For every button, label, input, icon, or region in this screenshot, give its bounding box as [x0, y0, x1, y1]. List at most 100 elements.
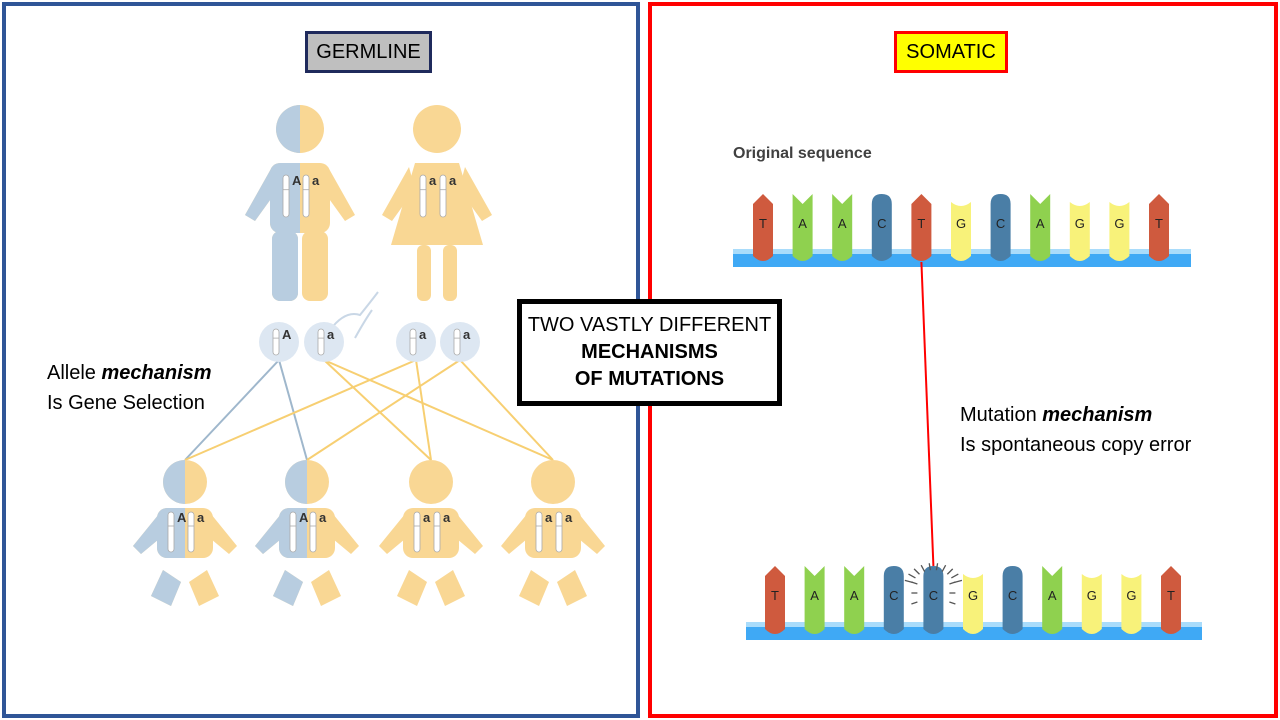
- germline-caption-line2: Is Gene Selection: [47, 392, 205, 414]
- child-1-chromosome-1: [289, 511, 297, 553]
- gamete-chromosome-2-label: a: [419, 327, 427, 342]
- original-base-5: [951, 202, 971, 261]
- original-base-label-6: C: [996, 216, 1005, 231]
- original-base-9: [1109, 202, 1130, 261]
- inheritance-line-2: [323, 359, 432, 461]
- child-0-chromosome-2-label: a: [197, 510, 205, 525]
- gamete-chromosome-0-label: A: [282, 327, 292, 342]
- mutated-base-label-1: A: [810, 588, 819, 603]
- parent-father-chromosome-1-label: A: [292, 173, 302, 188]
- original-base-label-8: G: [1075, 216, 1085, 231]
- inheritance-line-6: [306, 359, 461, 461]
- mutated-base-label-3: C: [889, 588, 898, 603]
- somatic-caption-line1: Mutation mechanism: [960, 404, 1153, 426]
- original-base-2: [832, 194, 853, 261]
- child-3-chromosome-2: [555, 511, 563, 553]
- gamete-chromosome-2: [409, 328, 417, 356]
- mutated-base-label-7: A: [1048, 588, 1057, 603]
- child-0-chromosome-1-label: A: [177, 510, 187, 525]
- sperm-tail-1: [329, 291, 379, 331]
- mutated-base-10: [1161, 566, 1181, 634]
- original-base-8: [1069, 202, 1090, 261]
- parent-mother-chromosome-1-label: a: [429, 173, 437, 188]
- original-base-0: [753, 194, 773, 261]
- original-base-label-1: A: [798, 216, 807, 231]
- gamete-chromosome-1: [317, 328, 325, 356]
- original-base-label-10: T: [1155, 216, 1163, 231]
- original-base-3: [871, 194, 892, 261]
- germline-caption: Allele mechanism Is Gene Selection: [47, 358, 212, 418]
- parent-father-chromosome-2: [302, 174, 310, 218]
- parent-mother-chromosome-2-label: a: [449, 173, 457, 188]
- child-2-chromosome-2-label: a: [443, 510, 451, 525]
- original-base-label-3: C: [877, 216, 886, 231]
- original-sequence-label: Original sequence: [733, 145, 872, 162]
- parent-father-chromosome-1: [282, 174, 290, 218]
- mutated-base-8: [1081, 574, 1102, 634]
- mutated-base-3: [883, 566, 904, 634]
- child-3-chromosome-1: [535, 511, 543, 553]
- child-2-chromosome-2: [433, 511, 441, 553]
- parent-father-chromosome-2-label: a: [312, 173, 320, 188]
- parent-mother-chromosome-2: [439, 174, 447, 218]
- child-0-chromosome-2: [187, 511, 195, 553]
- germline-caption-line1: Allele mechanism: [47, 362, 212, 384]
- child-3-chromosome-2-label: a: [565, 510, 573, 525]
- germline-title: GERMLINE: [305, 31, 432, 73]
- mutated-base-9: [1121, 574, 1142, 634]
- mutated-base-5: [963, 574, 983, 634]
- inheritance-line-7: [459, 359, 554, 461]
- mutated-base-0: [765, 566, 785, 634]
- original-base-10: [1149, 194, 1169, 261]
- mutated-base-1: [804, 566, 825, 634]
- original-base-label-4: T: [917, 216, 925, 231]
- inheritance-line-5: [415, 359, 432, 461]
- original-base-7: [1030, 194, 1051, 261]
- child-2-chromosome-1: [413, 511, 421, 553]
- center-line2: MECHANISMS: [581, 341, 718, 363]
- mutated-base-label-9: G: [1126, 588, 1136, 603]
- mutated-base-label-0: T: [771, 588, 779, 603]
- somatic-caption-line2: Is spontaneous copy error: [960, 434, 1192, 456]
- inheritance-line-3: [323, 359, 554, 461]
- sperm-tail-2: [354, 309, 373, 339]
- mutation-link-line: [920, 261, 935, 567]
- inheritance-line-1: [278, 359, 308, 461]
- gamete-chromosome-0: [272, 328, 280, 356]
- child-0-chromosome-1: [167, 511, 175, 553]
- gamete-0: A: [259, 322, 299, 362]
- original-base-label-7: A: [1036, 216, 1045, 231]
- inheritance-line-4: [184, 359, 417, 461]
- child-3-chromosome-1-label: a: [545, 510, 553, 525]
- gamete-chromosome-1-label: a: [327, 327, 335, 342]
- gamete-chromosome-3-label: a: [463, 327, 471, 342]
- gamete-chromosome-3: [453, 328, 461, 356]
- original-base-4: [911, 194, 932, 261]
- original-base-label-9: G: [1114, 216, 1124, 231]
- center-callout: TWO VASTLY DIFFERENT MECHANISMS OF MUTAT…: [517, 299, 782, 406]
- center-line3: OF MUTATIONS: [574, 368, 725, 390]
- mutated-base-2: [844, 566, 865, 634]
- child-1-chromosome-2: [309, 511, 317, 553]
- original-base-label-0: T: [759, 216, 767, 231]
- center-line1: TWO VASTLY DIFFERENT: [527, 314, 772, 336]
- mutated-base-label-8: G: [1087, 588, 1097, 603]
- gamete-1: a: [304, 322, 344, 362]
- somatic-caption: Mutation mechanism Is spontaneous copy e…: [960, 400, 1191, 460]
- inheritance-line-0: [184, 359, 280, 461]
- gamete-3: a: [440, 322, 480, 362]
- mutated-base-label-2: A: [850, 588, 859, 603]
- original-base-1: [792, 194, 813, 261]
- somatic-title: SOMATIC: [894, 31, 1008, 73]
- mutated-base-label-5: G: [968, 588, 978, 603]
- child-2-chromosome-1-label: a: [423, 510, 431, 525]
- child-1-chromosome-1-label: A: [299, 510, 309, 525]
